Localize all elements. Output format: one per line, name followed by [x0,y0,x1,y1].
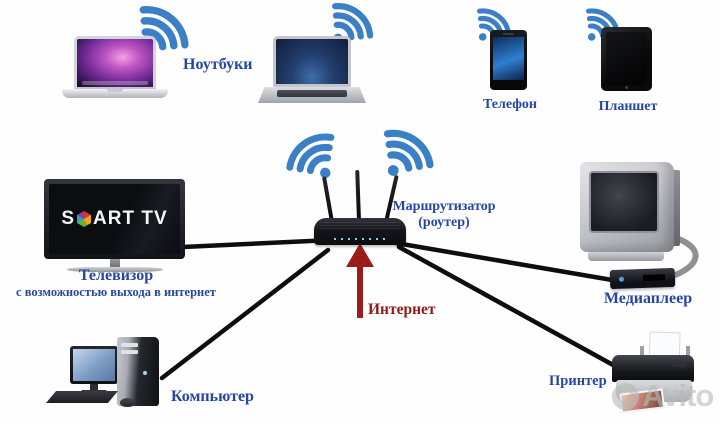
tablet [601,27,652,91]
smart-tv-cube-icon [77,211,92,227]
laptop-silver [258,36,366,103]
smartphone [490,30,527,90]
internet-arrow-head [346,243,374,267]
cable-router-tv [180,237,335,250]
crt-tv [580,162,680,261]
laptop-macbook [62,36,168,98]
label-media-player: Медиаплеер [603,290,693,307]
cable-router-computer [159,247,331,381]
cable-router-printer [396,244,627,374]
wifi-icon-router-left [272,115,353,196]
computer-mouse [120,398,135,407]
desktop-computer [44,330,184,410]
media-player-box [609,267,676,290]
printer-paper-support-left [640,346,644,360]
laptop-macbook-screen [74,36,156,89]
smart-tv-screen: S ART TV [49,184,180,254]
laptop-silver-base [258,87,366,103]
smart-tv-stand-base [66,267,163,272]
watermark: Avito [612,378,714,414]
laptop-silver-screen [273,36,351,87]
computer-monitor [70,346,118,384]
smartphone-screen [493,37,524,80]
label-tablet: Планшет [598,99,658,114]
router [314,218,406,245]
crt-tv-base [588,252,664,261]
watermark-text: Avito [642,378,714,413]
smart-tv: S ART TV [44,179,185,272]
smart-tv-stand-neck [109,259,120,267]
cable-router-mediaplayer [393,240,621,284]
label-internet: Интернет [368,301,436,318]
label-router: Маршрутизатор (роутер) [392,199,496,230]
label-tv-line1: Телевизор [78,267,154,284]
computer-tower [117,337,159,406]
crt-tv-body [580,162,674,252]
label-router-line2: (роутер) [418,214,470,230]
tablet-screen [606,32,647,85]
printer-top-body [612,355,694,382]
mediaplayer-av-cable [667,235,699,280]
computer-monitor-neck [90,384,98,390]
label-computer: Компьютер [171,388,254,405]
label-phone: Телефон [482,97,537,112]
label-router-line1: Маршрутизатор [392,199,496,214]
computer-monitor-screen [73,349,115,381]
wifi-icon-laptop1 [117,0,204,75]
printer-paper-support-right [686,346,690,360]
smart-tv-frame: S ART TV [44,179,185,259]
label-tv-line2: с возможностью выхода в интернет [16,284,216,299]
label-laptops: Ноутбуки [183,56,253,73]
smart-tv-logo-prefix: S [61,208,76,229]
label-tv: Телевизор с возможностью выхода в интерн… [9,267,223,299]
watermark-logo-icon [612,382,639,410]
computer-keyboard [46,391,118,403]
crt-tv-screen [589,171,659,233]
wifi-icon-router-right [364,111,448,195]
laptop-macbook-base [62,89,168,98]
label-printer: Принтер [549,373,607,389]
smart-tv-logo-suffix: ART TV [93,208,168,229]
